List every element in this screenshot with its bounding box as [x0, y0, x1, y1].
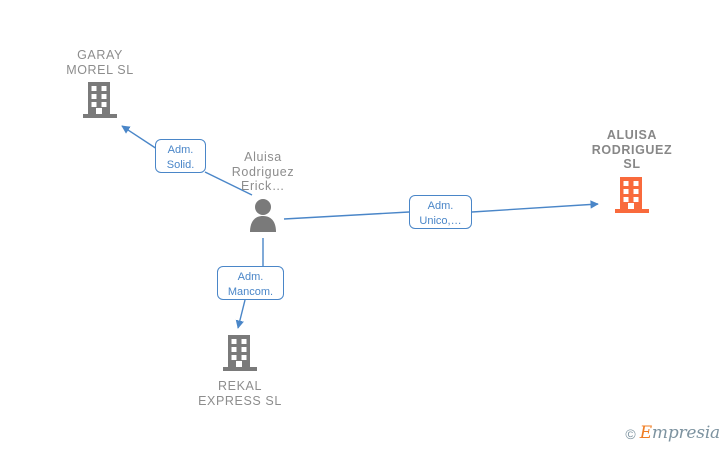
node-label-garay-morel-sl: GARAY MOREL SL [66, 48, 134, 77]
edge-label-adm-solid[interactable]: Adm. Solid. [155, 139, 206, 173]
node-label-rekal-express-sl: REKAL EXPRESS SL [198, 379, 282, 408]
node-aluisa-rodriguez-sl[interactable]: ALUISA RODRIGUEZ SL [552, 128, 712, 216]
node-aluisa-rodriguez-erick[interactable]: Aluisa Rodriguez Erick… [183, 150, 343, 232]
node-garay-morel-sl[interactable]: GARAY MOREL SL [20, 48, 180, 121]
edge-line-adm-mancom-lower [235, 299, 246, 329]
building-icon [615, 176, 649, 213]
node-rekal-express-sl[interactable]: REKAL EXPRESS SL [160, 334, 320, 408]
empresia-watermark: © Empresia [625, 425, 720, 442]
person-icon [250, 198, 276, 232]
brand-initial: E [639, 423, 652, 443]
edge-label-adm-mancom[interactable]: Adm. Mancom. [217, 266, 284, 300]
brand-name: Empresia [639, 423, 721, 443]
building-icon [83, 82, 117, 118]
node-label-aluisa-rodriguez-erick: Aluisa Rodriguez Erick… [231, 150, 295, 193]
node-label-aluisa-rodriguez-sl: ALUISA RODRIGUEZ SL [591, 128, 673, 171]
edge-label-adm-unico[interactable]: Adm. Unico,… [409, 195, 472, 229]
building-icon [223, 335, 257, 371]
copyright-icon: © [625, 425, 636, 442]
edge-line-adm-solid-upper [121, 125, 158, 150]
brand-remainder: mpresia [651, 423, 720, 443]
